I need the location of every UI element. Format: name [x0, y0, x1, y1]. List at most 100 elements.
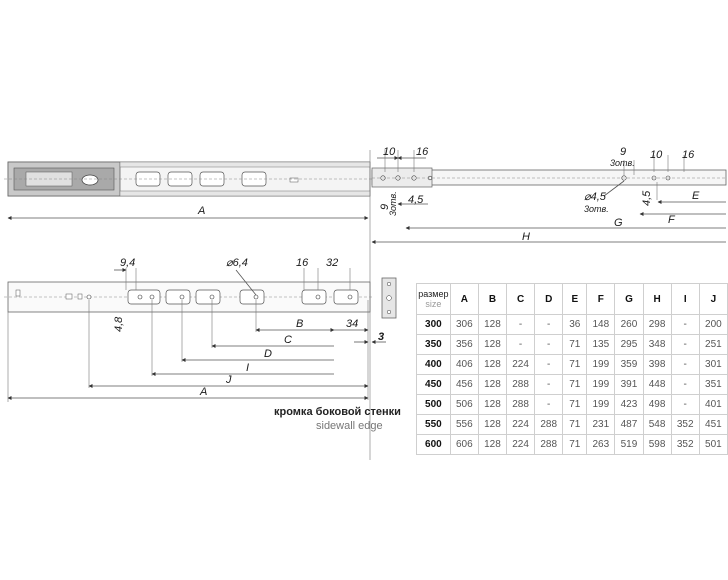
- table-cell: -: [534, 394, 564, 415]
- label-4-8: 4,8: [113, 316, 125, 332]
- table-cell: -: [534, 334, 564, 355]
- rail-top-view: [371, 167, 727, 188]
- table-cell: 71: [562, 434, 588, 455]
- label-9-right: 9: [620, 146, 626, 158]
- label-4-5-vertical: 4,5: [641, 190, 653, 206]
- label-10-right: 10: [650, 149, 663, 161]
- col-header: F: [586, 283, 616, 315]
- table-cell: -: [670, 334, 700, 355]
- table-cell: 260: [614, 314, 644, 335]
- table-cell: 548: [642, 414, 672, 435]
- col-header: G: [614, 283, 644, 315]
- size-cell: 350: [416, 334, 451, 355]
- table-row: 450 456 128 288 - 71 199 391 448 - 351: [416, 374, 728, 395]
- label-d4-5: ⌀4,5: [584, 191, 607, 203]
- label-16-top: 16: [416, 146, 429, 158]
- table-cell: 128: [477, 374, 508, 395]
- table-cell: 224: [506, 414, 536, 435]
- table-cell: 288: [506, 374, 536, 395]
- table-cell: 148: [586, 314, 616, 335]
- table-cell: 519: [614, 434, 644, 455]
- table-cell: 128: [477, 434, 508, 455]
- label-G: G: [614, 217, 623, 229]
- size-cell: 500: [416, 394, 451, 415]
- table-cell: 352: [670, 414, 700, 435]
- table-cell: -: [670, 354, 700, 375]
- table-cell: 251: [698, 334, 728, 355]
- caption-ru: кромка боковой стенки: [274, 406, 401, 418]
- col-header: I: [670, 283, 700, 315]
- label-B: B: [296, 318, 303, 330]
- size-cell: 300: [416, 314, 451, 335]
- table-cell: 71: [562, 414, 588, 435]
- table-cell: 128: [477, 314, 508, 335]
- table-cell: 498: [642, 394, 672, 415]
- table-cell: -: [670, 374, 700, 395]
- label-3: 3: [378, 331, 384, 343]
- label-3otv-right: 3отв.: [610, 158, 635, 168]
- table-row: 550 556 128 224 288 71 231 487 548 352 4…: [416, 414, 728, 435]
- label-C: C: [284, 334, 292, 346]
- table-cell: 506: [449, 394, 479, 415]
- table-cell: -: [506, 334, 536, 355]
- table-cell: 224: [506, 354, 536, 375]
- label-J: J: [225, 374, 232, 386]
- label-34: 34: [346, 318, 358, 330]
- size-cell: 600: [416, 434, 451, 455]
- table-cell: 456: [449, 374, 479, 395]
- table-cell: 298: [642, 314, 672, 335]
- col-header: E: [562, 283, 588, 315]
- caption-en: sidewall edge: [316, 420, 383, 432]
- table-row: 500 506 128 288 - 71 199 423 498 - 401: [416, 394, 728, 415]
- table-cell: 135: [586, 334, 616, 355]
- table-cell: 288: [534, 414, 564, 435]
- table-cell: 200: [698, 314, 728, 335]
- table-cell: 295: [614, 334, 644, 355]
- table-cell: 71: [562, 334, 588, 355]
- table-cell: 224: [506, 434, 536, 455]
- table-cell: -: [670, 314, 700, 335]
- label-9-vertical: 9: [379, 204, 391, 210]
- table-cell: 199: [586, 394, 616, 415]
- table-cell: 128: [477, 414, 508, 435]
- size-cell: 450: [416, 374, 451, 395]
- table-cell: 199: [586, 374, 616, 395]
- table-row: 600 606 128 224 288 71 263 519 598 352 5…: [416, 434, 728, 455]
- table-row: 350 356 128 - - 71 135 295 348 - 251: [416, 334, 728, 355]
- table-cell: 556: [449, 414, 479, 435]
- table-cell: 391: [614, 374, 644, 395]
- col-header: C: [506, 283, 536, 315]
- label-A-top: A: [197, 205, 205, 217]
- table-cell: 501: [698, 434, 728, 455]
- table-cell: 423: [614, 394, 644, 415]
- label-32-bottom: 32: [326, 257, 338, 269]
- table-cell: 288: [506, 394, 536, 415]
- label-D: D: [264, 348, 272, 360]
- table-cell: 598: [642, 434, 672, 455]
- table-cell: -: [534, 314, 564, 335]
- table-cell: 448: [642, 374, 672, 395]
- table-cell: 359: [614, 354, 644, 375]
- label-4-5-top: 4,5: [408, 194, 424, 206]
- table-cell: 71: [562, 354, 588, 375]
- table-cell: -: [534, 374, 564, 395]
- table-cell: 606: [449, 434, 479, 455]
- dimensions-bottom: 9,4 ⌀6,4 16 32 4,8 B 34 C D I J A 3: [7, 257, 386, 402]
- table-row: 300 306 128 - - 36 148 260 298 - 200: [416, 314, 728, 335]
- col-header: D: [534, 283, 564, 315]
- table-cell: 128: [477, 354, 508, 375]
- table-cell: 487: [614, 414, 644, 435]
- table-cell: 451: [698, 414, 728, 435]
- label-E: E: [692, 190, 700, 202]
- table-cell: 71: [562, 374, 588, 395]
- table-cell: 306: [449, 314, 479, 335]
- label-d6-4: ⌀6,4: [226, 257, 248, 269]
- table-cell: 199: [586, 354, 616, 375]
- table-cell: 401: [698, 394, 728, 415]
- table-cell: 348: [642, 334, 672, 355]
- table-row: 400 406 128 224 - 71 199 359 398 - 301: [416, 354, 728, 375]
